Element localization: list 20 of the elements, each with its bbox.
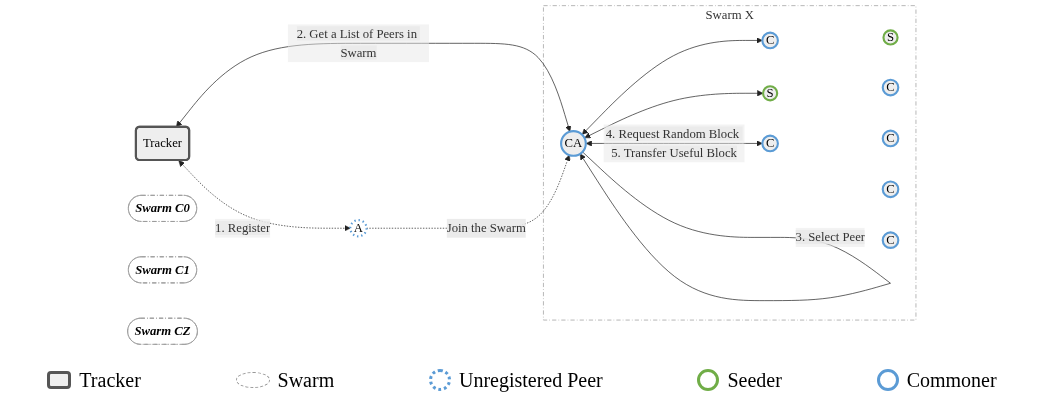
node-circle: C (761, 31, 780, 50)
edge-label: 3. Select Peer (795, 229, 866, 245)
node-circle: C (881, 180, 900, 199)
edge-label: Join the Swarm (446, 220, 526, 235)
node-circle: C (881, 231, 900, 249)
node-circle: CA (560, 130, 588, 157)
node-circle: S (882, 29, 899, 46)
legend-label: Seeder (727, 368, 782, 392)
node-circle: C (881, 129, 900, 148)
legend-label: Swarm (277, 368, 335, 392)
edge-label: 1. Register (215, 220, 271, 235)
legend-label: Commoner (906, 368, 997, 392)
edge-label: 2. Get a List of Peers in Swarm (296, 26, 418, 60)
node-circle: C (881, 78, 900, 97)
edge-label: 4. Request Random Block 5. Transfer Useful Block (605, 126, 740, 160)
node-circle: C (761, 134, 780, 153)
legend-label: Unregistered Peer (458, 368, 603, 392)
legend-label: Tracker (79, 368, 141, 392)
node-circle: S (762, 85, 779, 102)
node-circle: A (349, 219, 368, 238)
